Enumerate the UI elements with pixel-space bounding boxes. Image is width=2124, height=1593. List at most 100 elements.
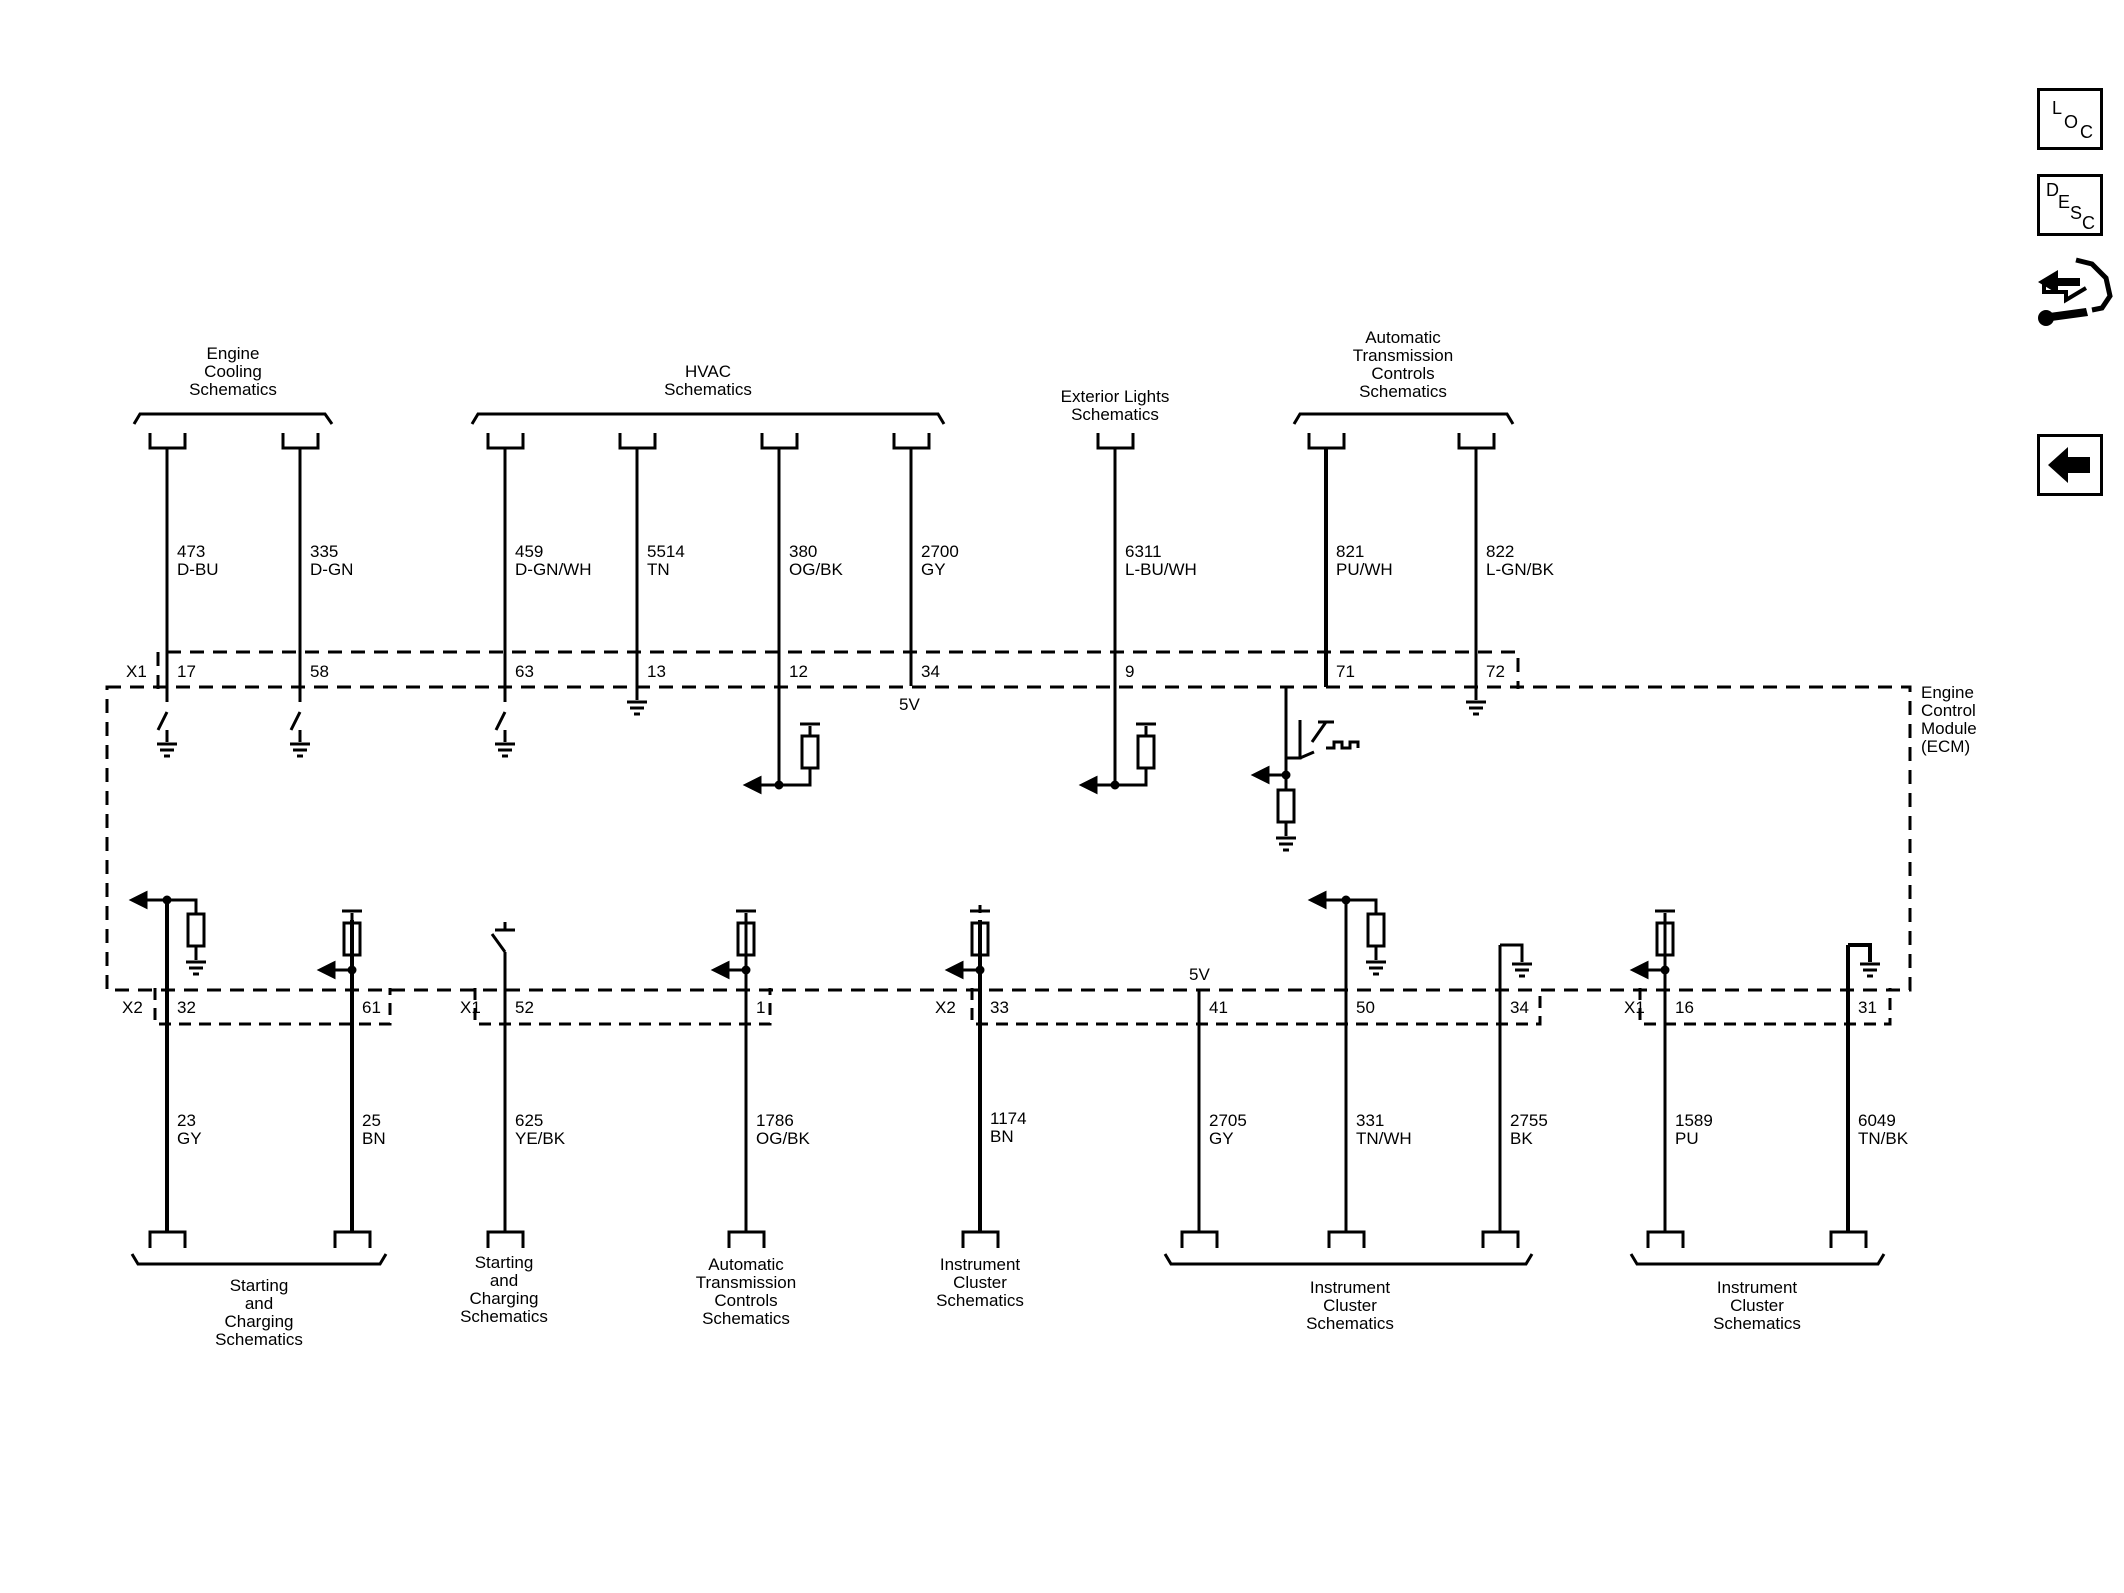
x2-bottom-connector-boundary-b	[970, 988, 1542, 1026]
bottom-group-label-line: Schematics	[215, 1330, 303, 1349]
pin-number: 52	[515, 998, 534, 1017]
pin-number: 9	[1125, 662, 1134, 681]
connector-id: X2	[935, 998, 956, 1017]
desc-letter: D	[2046, 180, 2059, 200]
bottom-group-label-line: Starting	[475, 1253, 534, 1272]
back-button[interactable]	[2037, 434, 2103, 496]
voltage-label-5v: 5V	[899, 695, 920, 714]
bottom-group-label-line: Charging	[225, 1312, 294, 1331]
wire-color: OG/BK	[789, 560, 844, 579]
pin-number: 58	[310, 662, 329, 681]
bottom-group-label-line: Cluster	[1730, 1296, 1784, 1315]
top-wires	[148, 433, 1496, 785]
pin-number: 34	[921, 662, 940, 681]
circuit-number: 335	[310, 542, 338, 561]
circuit-number: 473	[177, 542, 205, 561]
top-brace	[470, 412, 946, 425]
bottom-group-label-line: Instrument	[940, 1255, 1021, 1274]
desc-letter: E	[2058, 192, 2071, 212]
circuit-number: 25	[362, 1111, 381, 1130]
pin-number: 61	[362, 998, 381, 1017]
ecm-module-boundary	[105, 685, 1912, 992]
wire-color: YE/BK	[515, 1129, 566, 1148]
x1-top-connector-boundary	[156, 650, 1520, 689]
pin-number: 31	[1858, 998, 1877, 1017]
top-group-label-line: Schematics	[189, 380, 277, 399]
bottom-group-label-line: Instrument	[1717, 1278, 1798, 1297]
top-group-label-line: Automatic	[1365, 328, 1441, 347]
circuit-number: 23	[177, 1111, 196, 1130]
circuit-number: 1589	[1675, 1111, 1713, 1130]
x1-bottom-connector-boundary-a	[473, 988, 772, 1026]
loc-letter: L	[2052, 98, 2063, 118]
bottom-group-label-line: and	[245, 1294, 273, 1313]
wire-color: BK	[1510, 1129, 1533, 1148]
wire-color: TN	[647, 560, 670, 579]
circuit-number: 1786	[756, 1111, 794, 1130]
bottom-group-label-line: Schematics	[1306, 1314, 1394, 1333]
pin-number: 63	[515, 662, 534, 681]
circuit-number: 2705	[1209, 1111, 1247, 1130]
wire-color: L-BU/WH	[1125, 560, 1197, 579]
x1-bottom-connector-boundary-b	[1638, 988, 1892, 1026]
top-group-label-line: HVAC	[685, 362, 731, 381]
pin-number: 16	[1675, 998, 1694, 1017]
circuit-number: 380	[789, 542, 817, 561]
wire-color: GY	[921, 560, 946, 579]
circuit-number: 331	[1356, 1111, 1384, 1130]
bottom-brace	[1163, 1253, 1534, 1266]
bottom-group-label-line: Charging	[470, 1289, 539, 1308]
x2-bottom-connector-boundary-a	[153, 988, 392, 1026]
circuit-number: 2755	[1510, 1111, 1548, 1130]
bottom-group-label-line: Schematics	[460, 1307, 548, 1326]
circuit-number: 821	[1336, 542, 1364, 561]
connector-id: X1	[460, 998, 481, 1017]
pin-number: 41	[1209, 998, 1228, 1017]
circuit-number: 6311	[1125, 542, 1162, 561]
bottom-group-label-line: and	[490, 1271, 518, 1290]
location-view-button[interactable]: L O C	[2037, 88, 2103, 150]
circuit-number: 5514	[647, 542, 685, 561]
wire-color: D-GN/WH	[515, 560, 591, 579]
loc-letter: C	[2080, 122, 2093, 142]
wire-color: GY	[177, 1129, 202, 1148]
circuit-number: 1174	[990, 1109, 1027, 1128]
wire-color: PU	[1675, 1129, 1699, 1148]
wire-color: BN	[990, 1127, 1014, 1146]
description-view-button[interactable]: D E S C	[2037, 174, 2103, 236]
bottom-group-label-line: Cluster	[953, 1273, 1007, 1292]
pin-number: 32	[177, 998, 196, 1017]
connector-id: X2	[122, 998, 143, 1017]
wire-color: TN/BK	[1858, 1129, 1909, 1148]
bottom-group-label-line: Controls	[714, 1291, 777, 1310]
pin-number: 13	[647, 662, 666, 681]
ecm-label-line: Module	[1921, 719, 1977, 738]
pin-number: 50	[1356, 998, 1375, 1017]
top-group-label-line: Schematics	[1359, 382, 1447, 401]
bottom-group-label-line: Automatic	[708, 1255, 784, 1274]
voltage-label-5v: 5V	[1189, 965, 1210, 984]
pin-number: 33	[990, 998, 1009, 1017]
bottom-group-label-line: Schematics	[936, 1291, 1024, 1310]
bottom-group-label-line: Schematics	[1713, 1314, 1801, 1333]
wire-color: D-BU	[177, 560, 219, 579]
pin-number: 71	[1336, 662, 1355, 681]
bottom-group-label-line: Transmission	[696, 1273, 796, 1292]
connector-id: X1	[1624, 998, 1645, 1017]
circuit-number: 822	[1486, 542, 1514, 561]
wire-color: BN	[362, 1129, 386, 1148]
bottom-group-label-line: Instrument	[1310, 1278, 1391, 1297]
wire-color: L-GN/BK	[1486, 560, 1555, 579]
connector-id: X1	[126, 662, 147, 681]
circuit-number: 625	[515, 1111, 543, 1130]
top-brace	[1292, 412, 1515, 425]
loc-letter: O	[2064, 112, 2079, 132]
top-group-label-line: Schematics	[1071, 405, 1159, 424]
pin-number: 1	[756, 998, 765, 1017]
connector-wrench-icon[interactable]	[2036, 252, 2116, 338]
circuit-number: 2700	[921, 542, 959, 561]
top-group-label-line: Controls	[1371, 364, 1434, 383]
desc-letter: S	[2070, 203, 2083, 223]
